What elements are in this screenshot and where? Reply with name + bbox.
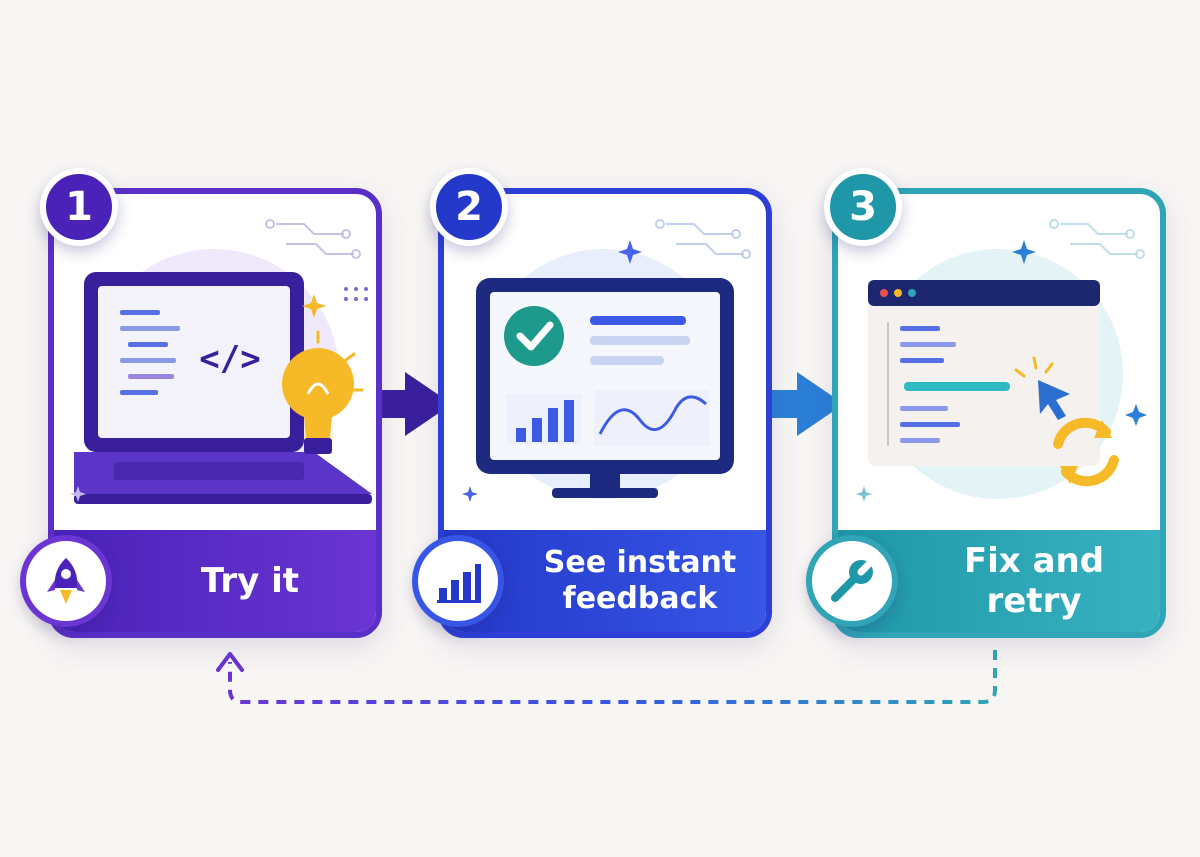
arrow-right-icon: [764, 372, 844, 436]
step-label: See instant feedback: [543, 545, 737, 616]
step-footer: Fix and retry: [838, 530, 1160, 632]
refresh-icon: [1053, 417, 1119, 487]
step-number-badge: 3: [824, 168, 902, 246]
bar-chart-icon: [506, 394, 582, 444]
bar-chart-icon: [412, 535, 504, 627]
step-label: Try it: [200, 561, 300, 601]
code-symbol: </>: [199, 339, 260, 379]
step-label: Fix and retry: [963, 541, 1105, 621]
rocket-icon: [20, 535, 112, 627]
step-card-try: </> Try it: [48, 188, 382, 638]
wrench-icon: [806, 535, 898, 627]
laptop-icon: [74, 272, 372, 504]
laptop-illustration: </>: [70, 219, 372, 504]
cursor-icon: [1014, 356, 1070, 420]
step-number-badge: 2: [430, 168, 508, 246]
checkmark-icon: [504, 306, 564, 366]
wave-chart-icon: [594, 390, 710, 446]
browser-window-icon: [868, 280, 1100, 466]
lightbulb-icon: [282, 330, 364, 454]
step-number-badge: 1: [40, 168, 118, 246]
monitor-icon: [476, 278, 734, 498]
monitor-illustration: [462, 219, 751, 502]
arrow-right-icon: [372, 372, 452, 436]
browser-illustration: [856, 219, 1147, 502]
